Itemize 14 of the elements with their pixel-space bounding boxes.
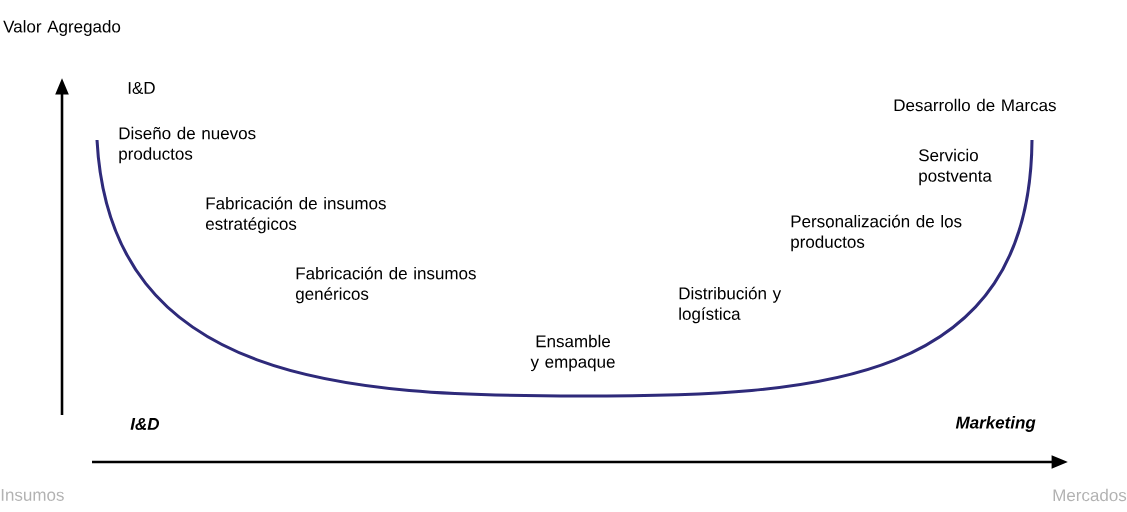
stage-label: Ensamble y empaque [530,334,615,372]
stage-label: Desarrollo de Marcas [894,98,1056,112]
end-label: Marketing [955,416,1036,432]
axis-end-label: Insumos [1,489,64,501]
stage-label: I&D [128,82,155,94]
axis-end-label: Mercados [1053,488,1127,502]
stage-label: Personalización de los productos [791,214,962,252]
stage-label: Fabricación de insumos estratégicos [205,196,386,234]
end-label: I&D [130,418,160,430]
stage-label: Distribución y logística [679,286,782,324]
stage-label: Diseño de nuevos productos [119,126,256,164]
stage-label: Fabricación de insumos genéricos [295,266,476,304]
axis-label: Valor Agregado [3,20,121,36]
stage-label: Servicio postventa [919,148,992,186]
